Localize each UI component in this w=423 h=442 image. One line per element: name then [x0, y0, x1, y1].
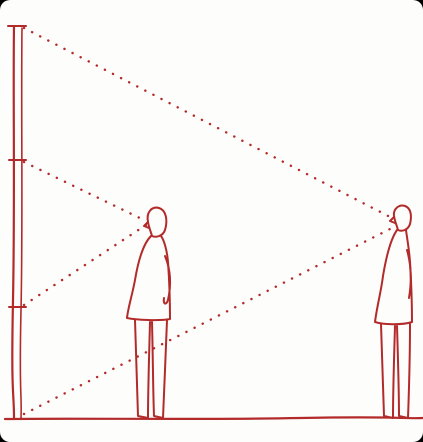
drawing-panel	[0, 0, 423, 442]
perspective-sketch	[0, 0, 423, 442]
diagram-canvas	[0, 0, 423, 442]
paper-background	[0, 0, 423, 442]
